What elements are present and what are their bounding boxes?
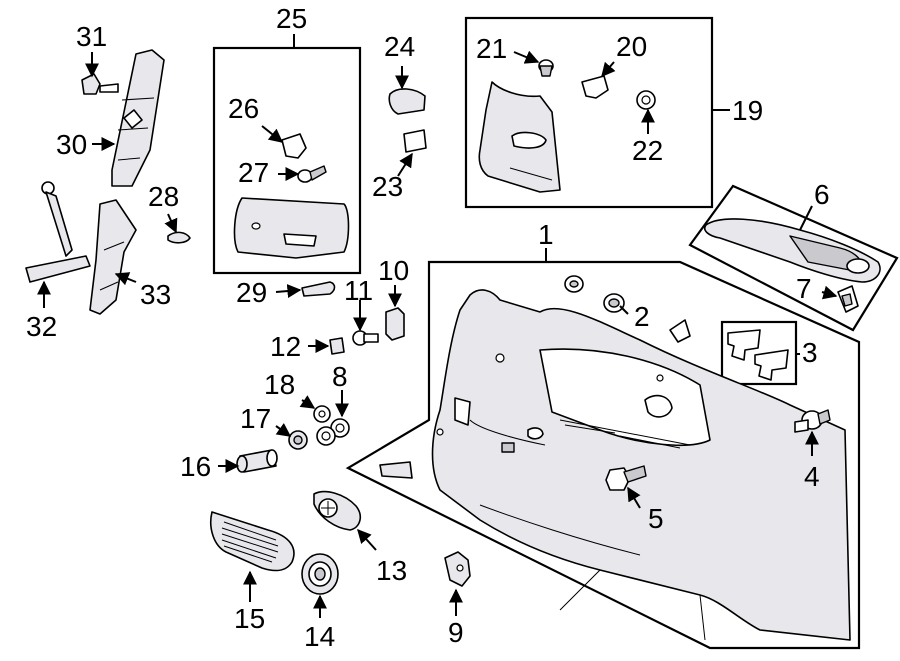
callout-9: 9	[448, 617, 464, 648]
callout-1: 1	[538, 219, 554, 250]
callout-33: 33	[140, 279, 171, 310]
jack-30	[111, 49, 165, 187]
screw-11	[352, 330, 379, 346]
speaker-grille-13	[313, 490, 362, 531]
callout-32: 32	[26, 311, 57, 342]
trim-panel-25	[233, 197, 350, 259]
retainer-clips-2	[564, 275, 691, 343]
callout-13: 13	[376, 555, 407, 586]
screw-27	[297, 165, 327, 183]
cylinder-16	[236, 449, 278, 473]
callout-24: 24	[384, 31, 415, 62]
jack-handle-32	[25, 181, 91, 283]
callout-20: 20	[616, 31, 647, 62]
group-box-19	[464, 16, 714, 209]
callout-27: 27	[238, 157, 269, 188]
callout-5: 5	[648, 503, 664, 534]
callout-7: 7	[796, 273, 812, 304]
quarter-trim-panel	[379, 289, 851, 641]
bracket-33	[89, 199, 137, 315]
cap-28	[167, 231, 191, 244]
bracket-7	[837, 285, 859, 313]
wing-nut-31	[81, 73, 119, 95]
callout-12: 12	[270, 331, 301, 362]
callout-18: 18	[264, 369, 295, 400]
bezel-24	[388, 88, 426, 115]
washer-22	[636, 90, 656, 110]
leader-lines	[37, 34, 838, 618]
trim-panel-19	[478, 81, 561, 193]
clip-9	[444, 551, 471, 587]
grommet-17	[288, 430, 308, 450]
callout-10: 10	[378, 255, 409, 286]
callout-6: 6	[814, 179, 830, 210]
washers-18	[313, 405, 336, 446]
handle-29	[301, 281, 336, 297]
callout-4: 4	[804, 461, 820, 492]
callout-labels: 1 2 3 4 5 6 7 8 9 10 11 12 13 14 15 16 1…	[26, 3, 830, 652]
group-box-1	[345, 260, 861, 650]
push-pin-4	[794, 409, 831, 433]
callout-25: 25	[276, 3, 307, 34]
callout-2: 2	[634, 301, 650, 332]
callout-15: 15	[234, 603, 265, 634]
callout-31: 31	[76, 21, 107, 52]
armrest-cover-6	[704, 218, 881, 283]
cap-10	[385, 307, 405, 341]
screw-21	[538, 59, 554, 77]
clip-20	[581, 75, 609, 99]
group-box-6	[688, 184, 899, 332]
label-23	[403, 129, 427, 153]
callout-23: 23	[372, 171, 403, 202]
callout-22: 22	[632, 135, 663, 166]
callout-11: 11	[344, 275, 373, 306]
washer-8	[330, 418, 350, 438]
clip-26	[281, 133, 307, 159]
vent-grille-15	[210, 511, 295, 572]
callout-3: 3	[802, 337, 818, 368]
callout-17: 17	[240, 403, 271, 434]
callout-16: 16	[180, 451, 211, 482]
push-clips-3	[727, 329, 789, 381]
group-box-25	[212, 46, 362, 275]
callout-30: 30	[56, 129, 87, 160]
callout-19: 19	[732, 95, 763, 126]
bolt-5	[605, 465, 647, 491]
callout-21: 21	[476, 33, 507, 64]
callout-26: 26	[228, 93, 259, 124]
speaker-14	[301, 553, 339, 595]
nut-12	[329, 337, 345, 355]
callout-28: 28	[148, 181, 179, 212]
callout-14: 14	[304, 621, 335, 652]
callout-8: 8	[332, 361, 348, 392]
callout-29: 29	[236, 277, 267, 308]
